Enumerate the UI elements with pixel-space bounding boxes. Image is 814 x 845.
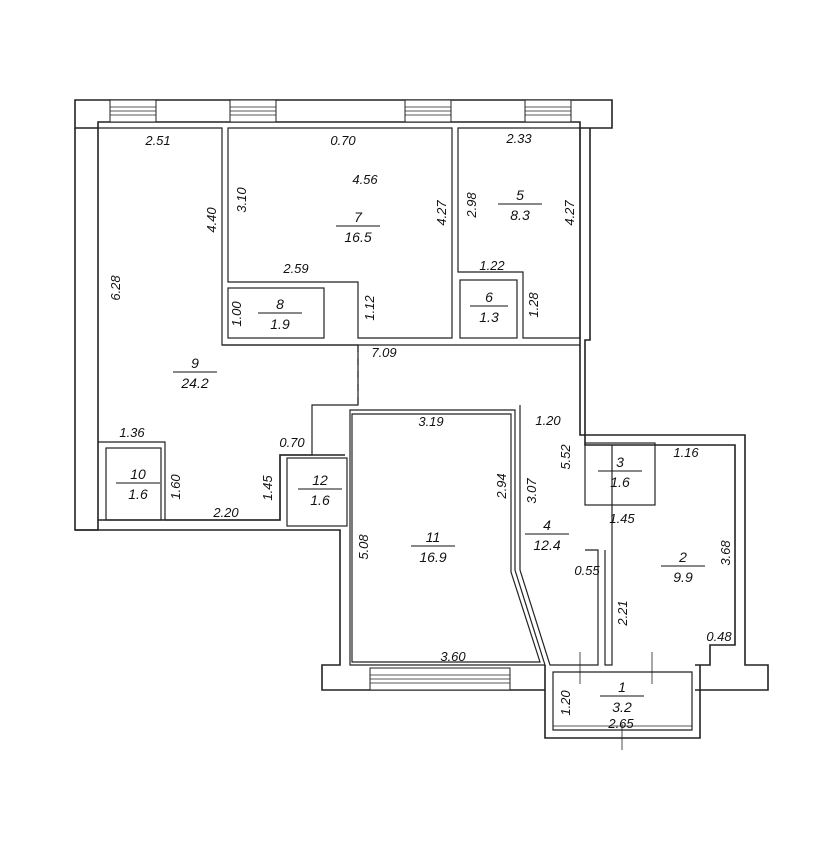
room-label-12: 12 1.6 [298,472,342,508]
right-inner-wall [584,128,736,666]
dimension-label: 2.21 [615,600,630,626]
dimension-label: 1.20 [535,413,561,428]
room-number: 1 [618,679,626,695]
dimension-label: 1.12 [362,295,377,321]
dimension-label: 0.55 [574,563,600,578]
room-area: 16.9 [419,549,446,565]
dimension-label: 2.33 [505,131,532,146]
room-number: 7 [354,209,363,225]
room-area: 3.2 [612,699,632,715]
room-7-outline [227,127,453,339]
room-area: 1.6 [610,474,630,490]
dimension-label: 7.09 [371,345,396,360]
bottom-left-wall [75,529,545,691]
dimension-label: 1.20 [558,690,573,716]
room-number: 12 [312,472,328,488]
dimension-labels: 2.51 0.70 4.56 2.33 3.10 4.40 4.27 2.98 … [108,131,733,731]
room-number: 4 [543,517,551,533]
room-2-outline [604,445,613,666]
walls [74,99,769,691]
room-4-outline [519,405,599,666]
room-label-7: 7 16.5 [336,209,380,245]
dimension-label: 1.28 [526,292,541,318]
room-number: 6 [485,289,493,305]
room-8-outline [227,287,325,339]
dimension-label: 1.22 [479,258,505,273]
room-label-1: 1 3.2 [600,679,644,715]
dimension-label: 2.20 [212,505,239,520]
dimension-label: 3.60 [440,649,466,664]
room-labels: 1 3.2 2 9.9 3 1.6 4 12.4 5 8.3 6 1.3 [116,187,705,715]
room-label-2: 2 9.9 [661,549,705,585]
room-number: 11 [426,529,441,545]
dimension-label: 5.52 [558,444,573,470]
room-area: 12.4 [533,537,560,553]
dimension-label: 0.70 [330,133,356,148]
room-number: 8 [276,296,284,312]
room-label-3: 3 1.6 [598,454,642,490]
room-number: 5 [516,187,524,203]
room-area: 16.5 [344,229,371,245]
room-11-outline [349,409,546,666]
dimension-label: 2.51 [144,133,170,148]
room-area: 24.2 [180,375,208,391]
room-label-9: 9 24.2 [173,355,217,391]
room-label-8: 8 1.9 [258,296,302,332]
room-11-inner [351,413,541,663]
room-10-outline [105,447,162,521]
room-area: 9.9 [673,569,693,585]
dimension-label: 4.27 [434,200,449,226]
room-label-5: 5 8.3 [498,187,542,223]
room-label-6: 6 1.3 [470,289,508,325]
room-area: 8.3 [510,207,530,223]
room-number: 2 [678,549,687,565]
dimension-label: 6.28 [108,275,123,301]
dimension-label: 1.36 [119,425,145,440]
dimension-label: 1.00 [229,301,244,327]
balcony-outline [544,665,701,739]
room-number: 3 [616,454,624,470]
room-5-outline [457,127,581,339]
room-number: 9 [191,355,199,371]
dimension-label: 2.65 [607,716,634,731]
dimension-label: 4.56 [352,172,378,187]
dimension-label: 1.45 [609,511,635,526]
dimension-label: 2.98 [464,192,479,219]
left-wall [74,128,99,531]
room-label-10: 10 1.6 [116,466,160,502]
dimension-label: 3.19 [418,414,443,429]
room-6-outline [459,279,518,339]
dimension-label: 4.40 [204,207,219,233]
dimension-label: 2.59 [282,261,308,276]
dimension-label: 0.70 [279,435,305,450]
dimension-label: 1.60 [168,474,183,500]
room-label-4: 4 12.4 [525,517,569,553]
room-area: 1.9 [270,316,290,332]
dimension-label: 1.16 [673,445,699,460]
room-label-11: 11 16.9 [411,529,455,565]
room-area: 1.3 [479,309,499,325]
balcony-inner [552,671,693,731]
dimension-label: 2.94 [494,473,509,499]
room-3-outline [584,442,656,506]
top-wall [74,99,613,129]
dimension-label: 5.08 [356,534,371,560]
dimension-label: 3.07 [524,478,539,504]
dimension-label: 3.10 [234,187,249,213]
room-area: 1.6 [128,486,148,502]
room-area: 1.6 [310,492,330,508]
dimension-label: 0.48 [706,629,732,644]
room-9-outline [98,127,359,521]
room-12-outline [286,457,348,527]
dimension-label: 1.45 [260,475,275,501]
dimension-label: 3.68 [718,540,733,566]
room-number: 10 [130,466,146,482]
dimension-label: 4.27 [562,200,577,226]
rooms [98,127,701,750]
right-wall [579,128,769,691]
windows [109,99,572,691]
